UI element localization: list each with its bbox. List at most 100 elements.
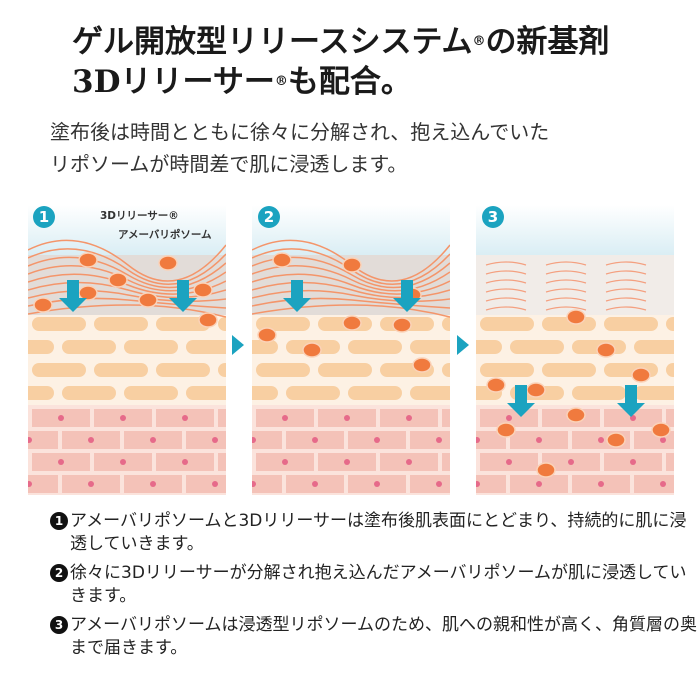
corneocyte: [510, 340, 564, 354]
cell-nucleus: [252, 481, 256, 487]
cell-nucleus: [252, 437, 256, 443]
down-arrow-icon: [283, 280, 311, 312]
cell-nucleus: [28, 481, 32, 487]
cell-nucleus: [212, 437, 218, 443]
step-badge-1: 1: [33, 206, 55, 228]
skin-cell: [666, 453, 674, 471]
releaser-fragment: [485, 288, 647, 293]
corneocyte: [32, 317, 86, 331]
corneocyte: [634, 340, 674, 354]
releaser-fiber: [28, 239, 226, 282]
liposome: [78, 252, 98, 268]
corneocyte: [94, 317, 148, 331]
corneocyte: [252, 386, 278, 400]
lead-line2: リポソームが時間差で肌に浸透します。: [50, 152, 408, 176]
releaser-fiber: [28, 289, 226, 302]
cell-nucleus: [150, 481, 156, 487]
corneocyte: [666, 317, 674, 331]
liposome: [566, 407, 586, 423]
skin-panel-3: [476, 205, 674, 495]
cell-nucleus: [120, 459, 126, 465]
down-arrow-icon: [59, 280, 87, 312]
headline-line1: ゲル開放型リリースシステム: [72, 24, 473, 60]
cell-nucleus: [312, 437, 318, 443]
corneocyte: [480, 363, 534, 377]
skin-cell: [186, 475, 226, 493]
down-arrow-icon: [169, 280, 197, 312]
releaser-fiber: [252, 289, 450, 302]
liposome: [272, 252, 292, 268]
cell-nucleus: [312, 481, 318, 487]
cell-nucleus: [120, 415, 126, 421]
corneocyte: [442, 363, 450, 377]
corneocyte: [410, 386, 450, 400]
skin-cell: [28, 431, 58, 449]
cell-nucleus: [212, 481, 218, 487]
note-text: アメーバリポソームは浸透型リポソームのため、肌への親和性が高く、角質層の奥まで届…: [70, 615, 697, 658]
liposome: [606, 432, 626, 448]
corneocyte: [94, 363, 148, 377]
liposome: [108, 272, 128, 288]
liposome: [496, 422, 516, 438]
skin-cell: [28, 475, 58, 493]
cell-nucleus: [406, 459, 412, 465]
label-liposome: アメーバリポソーム: [118, 229, 212, 241]
headline: ゲル開放型リリースシステム®の新基剤 3Dリリーサー®も配合。: [72, 22, 610, 102]
cell-nucleus: [436, 481, 442, 487]
releaser-fiber: [252, 304, 450, 318]
corneocyte: [218, 317, 226, 331]
corneocyte: [476, 340, 502, 354]
releaser-fiber: [28, 304, 226, 318]
liposome: [342, 257, 362, 273]
skin-cell: [666, 409, 674, 427]
releaser-fragment: [485, 279, 647, 284]
corneocyte: [62, 386, 116, 400]
skin-cell: [476, 431, 506, 449]
corneocyte: [410, 340, 450, 354]
skin-cell: [442, 409, 450, 427]
label-3d-releaser: 3Dリリーサー®: [100, 210, 179, 222]
cell-nucleus: [88, 437, 94, 443]
cell-nucleus: [344, 459, 350, 465]
headline-line2-end: も配合。: [287, 64, 412, 100]
releaser-fiber: [252, 297, 450, 309]
skin-cell: [252, 475, 282, 493]
down-arrow-icon: [617, 385, 645, 417]
next-arrow-icon: [457, 335, 469, 355]
note-text: 徐々に3Dリリーサーが分解され抱え込んだアメーバリポソームが肌に浸透していきます…: [70, 563, 687, 606]
liposome: [78, 285, 98, 301]
liposome: [651, 422, 671, 438]
skin-panel-1: [28, 205, 226, 495]
liposome: [486, 377, 506, 393]
note-text: アメーバリポソームと3Dリリーサーは塗布後肌表面にとどまり、持続的に肌に浸透して…: [70, 511, 687, 554]
headline-line1-end: の新基剤: [485, 24, 610, 60]
corneocyte: [186, 386, 226, 400]
releaser-fiber: [252, 273, 450, 295]
corneocyte: [480, 317, 534, 331]
cell-nucleus: [282, 415, 288, 421]
releaser-fragment: [485, 297, 647, 302]
cell-nucleus: [536, 437, 542, 443]
cell-nucleus: [282, 459, 288, 465]
cell-nucleus: [88, 481, 94, 487]
skin-cell: [634, 475, 674, 493]
step-badge-3: 3: [482, 206, 504, 228]
note-number: 2: [50, 564, 68, 582]
cell-nucleus: [374, 481, 380, 487]
corneocyte: [252, 340, 278, 354]
skin-cell: [218, 409, 226, 427]
corneocyte: [542, 363, 596, 377]
cell-nucleus: [630, 459, 636, 465]
cell-nucleus: [598, 437, 604, 443]
cell-nucleus: [344, 415, 350, 421]
note-number: 3: [50, 616, 68, 634]
corneocyte: [256, 363, 310, 377]
skin-cell: [442, 453, 450, 471]
liposome: [526, 382, 546, 398]
skin-cell: [476, 475, 506, 493]
corneocyte: [604, 317, 658, 331]
corneocyte: [348, 340, 402, 354]
lead-line1: 塗布後は時間とともに徐々に分解され、抱え込んでいた: [50, 120, 550, 144]
